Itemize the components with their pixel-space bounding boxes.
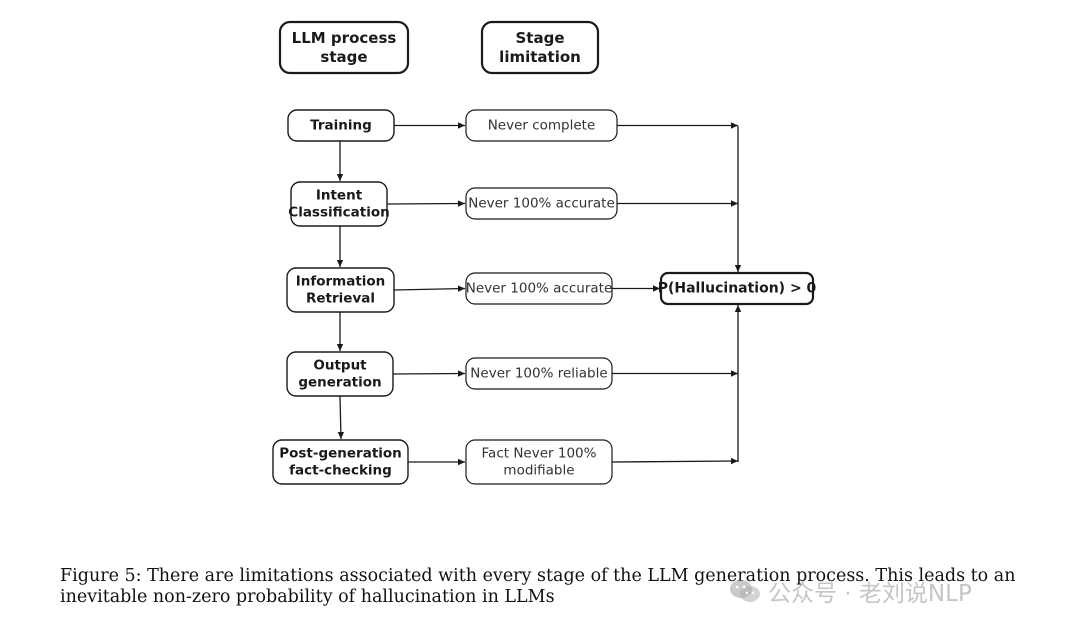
- limitation-box-4-label-line: Never 100% reliable: [470, 366, 607, 382]
- stage-box-intent-classification-label-line: Intent: [316, 187, 363, 203]
- stage-box-post-generation-fact-checking-label-line: fact-checking: [289, 463, 392, 479]
- header-llm-process-stage-label-line: LLM process: [292, 29, 397, 47]
- stage-box-output-generation-label-line: generation: [298, 375, 381, 391]
- stage-box-output-generation: Output generation: [286, 351, 394, 397]
- result-box-hallucination: P(Hallucination) > 0: [658, 271, 817, 306]
- arrow-stage-to-limitation-3: [393, 285, 466, 292]
- header-stage-limitation-label-line: Stage: [515, 29, 564, 47]
- limitation-box-3: Never 100% accurate: [465, 272, 613, 305]
- limitation-box-5-label-line: modifiable: [503, 463, 574, 479]
- header-stage-limitation-label-line: limitation: [499, 48, 581, 66]
- stage-box-post-generation-fact-checking-label-line: Post-generation: [279, 445, 402, 461]
- limitation-box-1: Never complete: [465, 109, 618, 142]
- arrow-limitation-5-to-collector: [611, 457, 739, 465]
- limitation-box-4: Never 100% reliable: [465, 357, 613, 390]
- stage-box-post-generation-fact-checking: Post-generation fact-checking: [272, 439, 409, 485]
- stage-box-training: Training: [287, 109, 395, 142]
- limitation-box-1-label-line: Never complete: [488, 118, 596, 134]
- arrow-stage-4-to-5: [337, 395, 345, 440]
- arrow-stage-to-limitation-2: [386, 200, 466, 207]
- arrow-stage-to-limitation-4: [392, 370, 466, 377]
- connector-arrows: [336, 122, 742, 466]
- stage-box-training-label-line: Training: [310, 118, 372, 134]
- figure-caption: Figure 5: There are limitations associat…: [60, 566, 1016, 607]
- limitation-box-2: Never 100% accurate: [465, 187, 618, 220]
- limitation-box-3-label-line: Never 100% accurate: [466, 281, 613, 297]
- limitation-box-2-label-line: Never 100% accurate: [468, 196, 615, 212]
- stage-box-intent-classification-label-line: Classification: [288, 205, 389, 221]
- limitation-box-5-label-line: Fact Never 100%: [482, 445, 597, 461]
- limitation-box-5: Fact Never 100% modifiable: [465, 439, 613, 485]
- stage-box-information-retrieval-label-line: Retrieval: [306, 291, 375, 307]
- stage-box-output-generation-label-line: Output: [313, 357, 367, 373]
- stage-box-information-retrieval-label-line: Information: [296, 273, 386, 289]
- result-box-hallucination-label-line: P(Hallucination) > 0: [658, 281, 817, 297]
- header-llm-process-stage-label-line: stage: [320, 48, 367, 66]
